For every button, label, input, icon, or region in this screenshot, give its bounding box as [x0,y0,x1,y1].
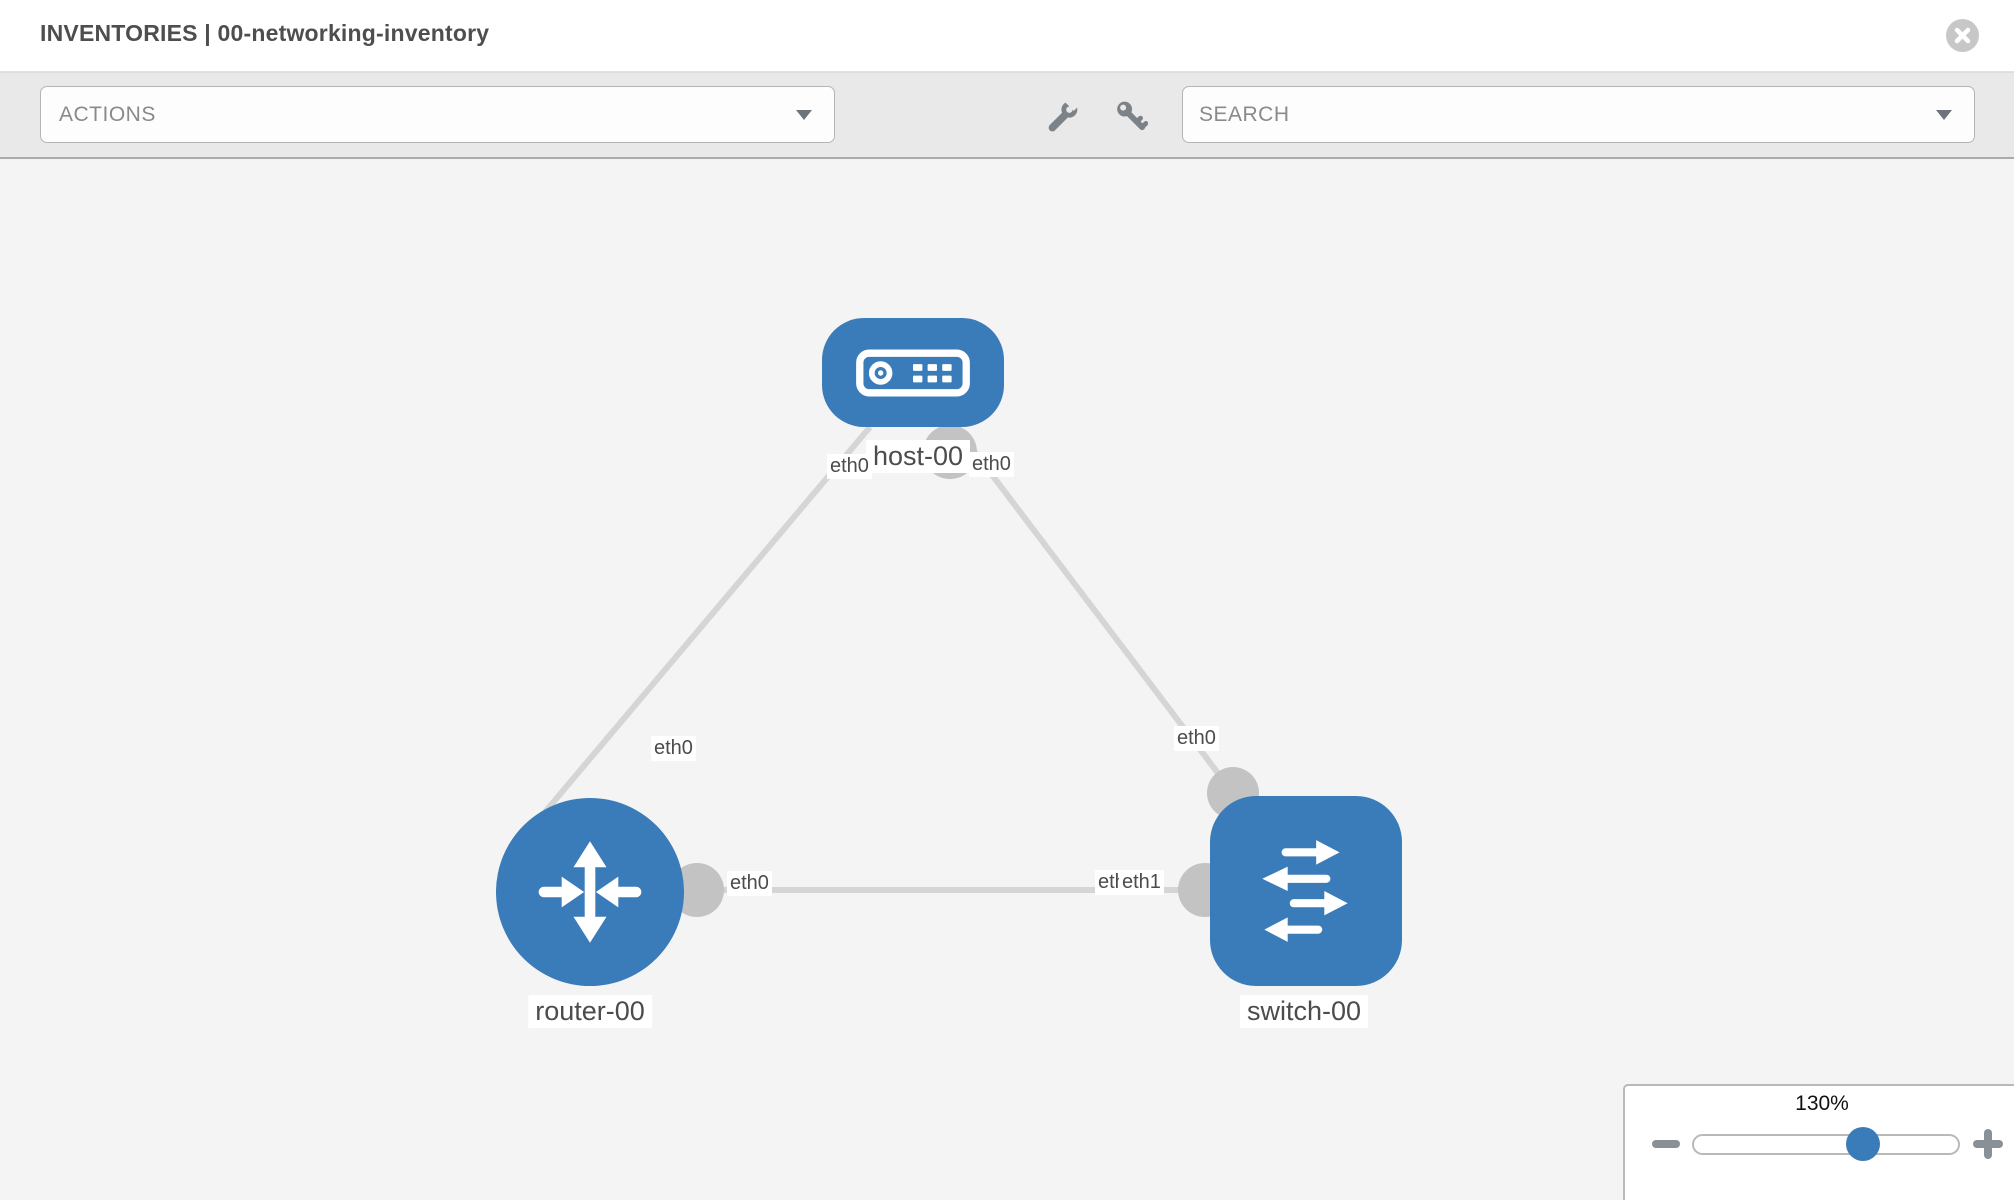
switch-icon [1262,840,1348,942]
plus-icon [1984,1129,1992,1159]
host-icon [856,349,970,396]
node-router-00[interactable] [496,798,684,986]
interface-label-switch-mid-over: eth1 [1119,870,1164,895]
search-dropdown[interactable] [1182,86,1975,143]
chevron-down-icon[interactable] [796,109,812,120]
window-header: INVENTORIES | 00-networking-inventory [0,0,2014,72]
node-label-router-00: router-00 [528,995,652,1028]
node-label-switch-00: switch-00 [1239,995,1369,1028]
chevron-down-icon[interactable] [1936,109,1952,120]
key-icon [1117,101,1149,131]
toolbar: ACTIONS [0,72,2014,159]
router-icon [538,841,642,943]
credentials-button[interactable] [1114,99,1149,133]
zoom-panel: 130% [1623,1084,2014,1200]
node-host-00[interactable] [822,318,1004,427]
interface-label-router-top: eth0 [651,736,696,761]
zoom-level-text: 130% [1795,1092,1849,1115]
interface-circle-router [670,863,724,917]
configure-button[interactable] [1046,93,1083,133]
zoom-slider[interactable] [1692,1134,1960,1155]
wrench-icon [1048,93,1083,132]
interface-label-router-right: eth0 [727,871,772,896]
node-switch-00[interactable] [1210,796,1402,986]
close-button[interactable] [1946,19,1979,52]
actions-dropdown-label: ACTIONS [59,102,156,126]
search-input[interactable] [1199,102,1889,127]
page-title: INVENTORIES | 00-networking-inventory [40,20,490,46]
zoom-slider-thumb[interactable] [1846,1127,1880,1161]
actions-dropdown[interactable]: ACTIONS [40,86,835,143]
node-label-host-00: host-00 [865,440,971,473]
close-icon [1954,27,1971,44]
interface-label-host-right: eth0 [969,452,1014,477]
link-host-router [542,425,873,814]
interface-label-switch-top: eth0 [1174,726,1219,751]
topology-canvas[interactable]: host-00 router-00 switch-00 eth0 eth0 et… [0,159,2014,1200]
interface-label-host-left: eth0 [827,454,872,479]
zoom-in-button[interactable] [1973,1129,2003,1159]
zoom-out-button[interactable] [1652,1140,1680,1148]
